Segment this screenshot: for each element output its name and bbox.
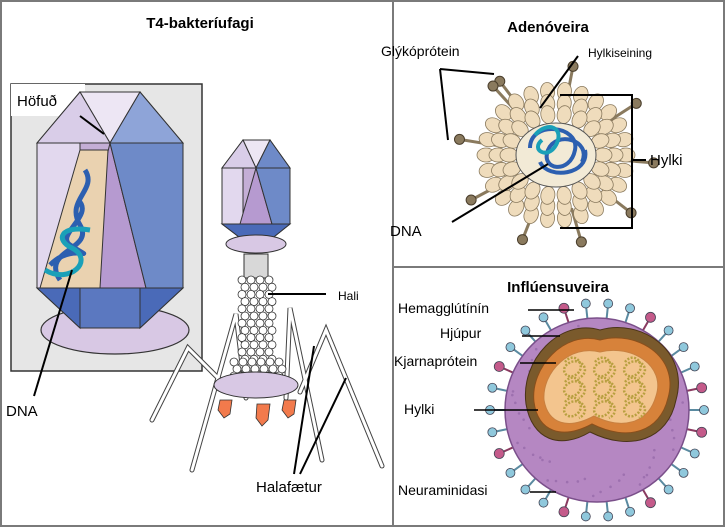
adeno-label-capsid: Hylki (650, 152, 683, 169)
adeno-label-capsomere: Hylkiseining (588, 46, 652, 60)
t4-leader-fiber-2 (299, 377, 347, 475)
t4-head-inset (10, 83, 203, 372)
flu-label-nucleoprotein: Kjarnaprótein (394, 353, 477, 369)
flu-title: Inflúensuveira (507, 279, 609, 296)
adeno-label-glycoprotein: Glýkóprótein (381, 43, 460, 59)
adeno-capsid-bracket (560, 94, 633, 229)
adeno-leader-capsomere (539, 55, 579, 109)
adeno-label-dna: DNA (390, 223, 422, 240)
t4-leader-head (79, 115, 105, 135)
t4-leader-fiber-1 (293, 345, 315, 475)
t4-label-head: Höfuð (17, 93, 57, 110)
t4-phage (149, 139, 385, 473)
flu-label-hemagglutinin: Hemagglútínín (398, 300, 489, 316)
adeno-capsomeres (476, 82, 636, 228)
flu-label-capsid: Hylki (404, 401, 434, 417)
t4-label-dna: DNA (6, 403, 38, 420)
adeno-leader-glycoprotein (439, 68, 495, 75)
t4-title: T4-bakteríufagi (146, 15, 254, 32)
flu-label-neuraminidase: Neuraminidasi (398, 482, 487, 498)
t4-leader-dna (33, 269, 73, 397)
adeno-panel: Adenóveira Glýkóprótein Hylkiseining Hyl… (381, 19, 683, 248)
t4-label-tail-fibers: Halafætur (256, 479, 322, 496)
flu-label-envelope: Hjúpur (440, 325, 482, 341)
flu-panel: Inflúensuveira Hemagglútínín Hjúpur Kjar… (394, 279, 709, 522)
adeno-leader-dna (451, 163, 549, 223)
adeno-title: Adenóveira (507, 19, 589, 36)
t4-label-tail: Hali (338, 289, 359, 303)
t4-panel: T4-bakteríufagi Höfuð DNA (6, 15, 385, 496)
